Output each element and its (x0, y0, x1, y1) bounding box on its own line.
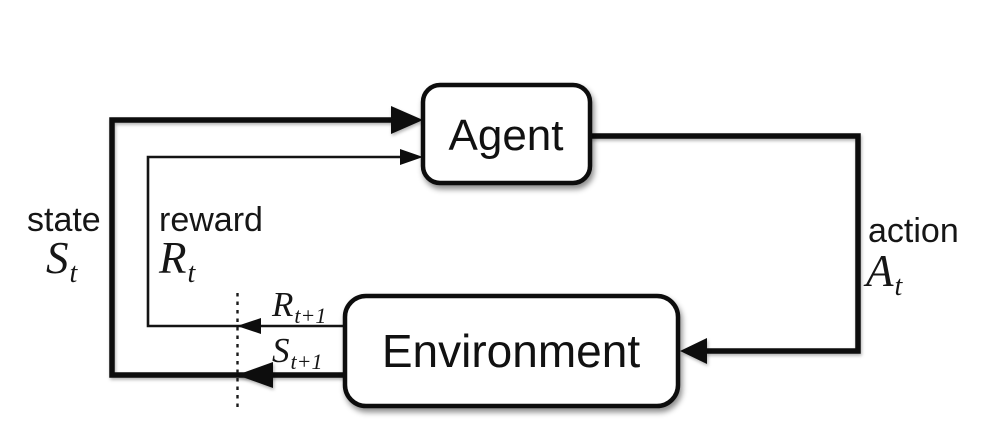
reward-symbol-subscript: t (188, 258, 197, 289)
environment-node-box (342, 293, 681, 409)
reward-word-label: reward (159, 201, 263, 239)
environment-node-label: Environment (382, 325, 640, 377)
next-state-arrowhead-at-boundary (237, 362, 273, 388)
next-reward-arrowhead-at-boundary (237, 318, 261, 334)
state-edge-line (109, 117, 393, 378)
next-state-symbol-main: S (272, 331, 290, 370)
next-state-symbol-subscript: t+1 (291, 349, 323, 374)
action-arrowhead-into-environment (680, 338, 707, 364)
state-arrowhead-into-agent (391, 106, 423, 134)
reward-arrowhead-into-agent (400, 149, 423, 165)
state-symbol-label: St (46, 233, 79, 289)
next-reward-symbol-subscript: t+1 (294, 303, 326, 328)
action-symbol-subscript: t (895, 271, 904, 302)
next-reward-symbol-label: Rt+1 (271, 285, 326, 328)
state-symbol-main: S (46, 233, 69, 283)
next-state-symbol-label: St+1 (272, 331, 322, 374)
agent-node-label: Agent (449, 111, 564, 160)
action-symbol-main: A (863, 246, 894, 296)
agent-node-box (420, 82, 593, 186)
action-edge-line (590, 133, 861, 354)
next-reward-symbol-main: R (271, 285, 293, 324)
state-symbol-subscript: t (70, 258, 79, 289)
action-word-label: action (868, 212, 959, 250)
state-word-label: state (27, 201, 101, 239)
reward-symbol-main: R (158, 233, 187, 283)
reward-symbol-label: Rt (158, 233, 197, 289)
action-symbol-label: At (863, 246, 904, 302)
